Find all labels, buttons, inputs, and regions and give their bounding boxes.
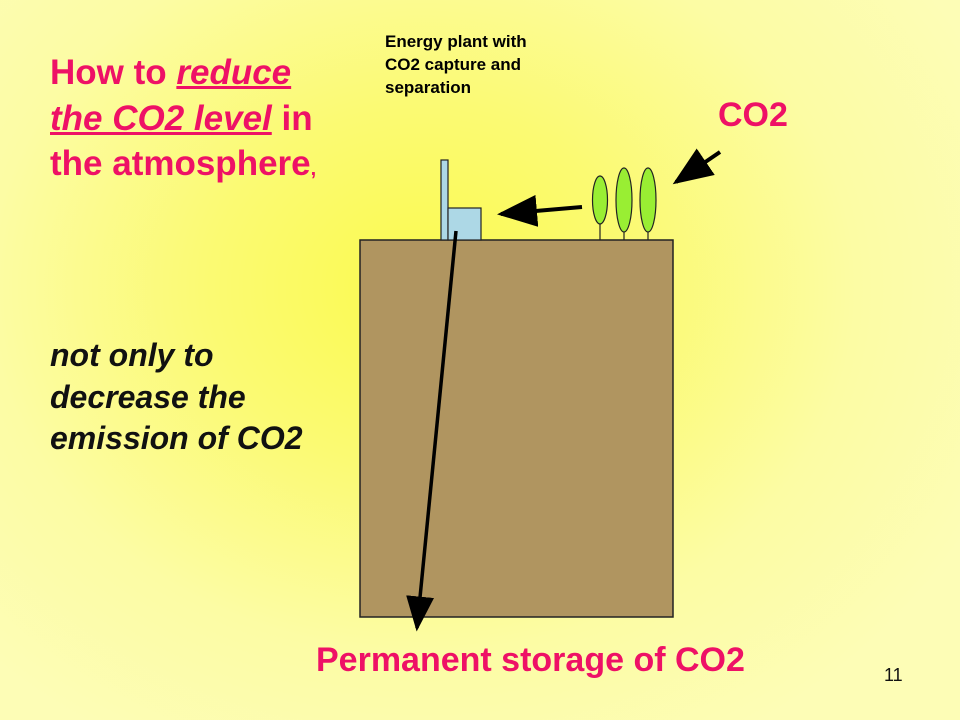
headline-part1: How to xyxy=(50,53,177,92)
ground-block xyxy=(359,239,674,618)
subline: not only to decrease the emission of CO2 xyxy=(50,337,303,457)
storage-label: Permanent storage of CO2 xyxy=(316,641,745,679)
headline-underlined: reduce the CO2 level xyxy=(50,53,292,138)
arrow-trees-to-plant xyxy=(497,194,583,227)
page-number: 11 xyxy=(884,665,903,685)
arrow-co2-to-trees xyxy=(672,148,722,185)
arrow-plant-to-storage xyxy=(406,230,458,632)
headline-comma: , xyxy=(310,158,317,180)
headline-part2: in the atmosphere xyxy=(50,98,313,184)
plant-label: Energy plant with CO2 capture and separa… xyxy=(385,32,527,97)
plant-building xyxy=(447,207,482,241)
co2-label: CO2 xyxy=(718,96,788,134)
tree xyxy=(591,175,609,240)
tree xyxy=(615,167,633,240)
tree xyxy=(639,167,657,240)
plant-chimney xyxy=(440,159,449,241)
headline: How to reduce the CO2 level in the atmos… xyxy=(50,50,320,187)
